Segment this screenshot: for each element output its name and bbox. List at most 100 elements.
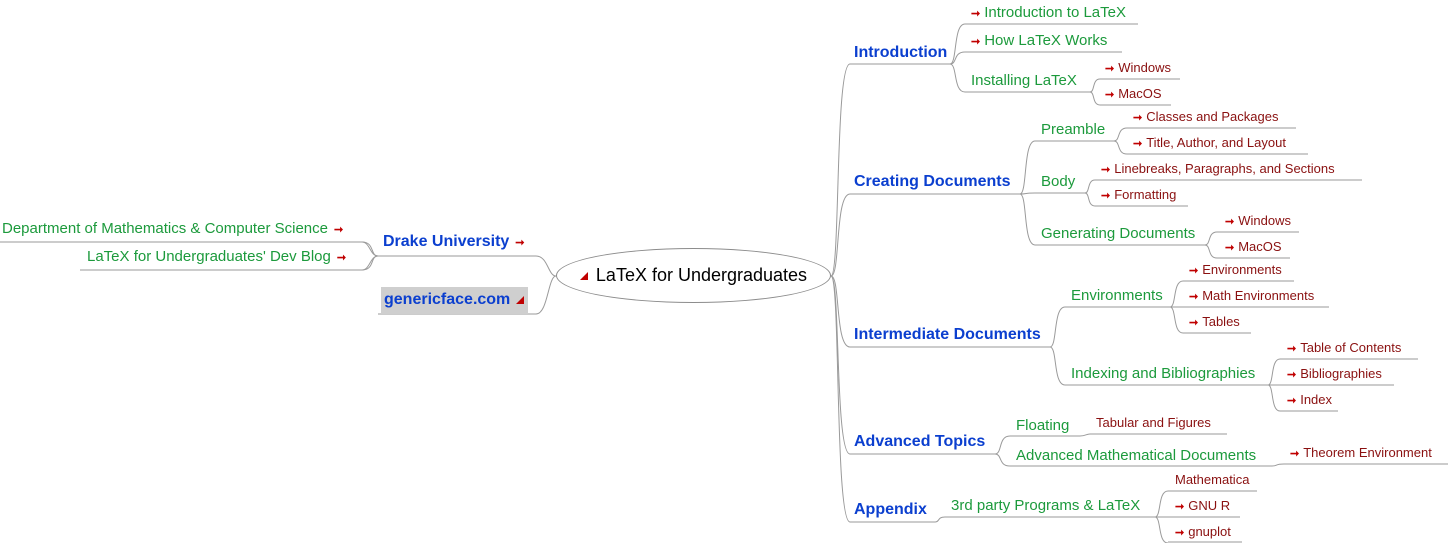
subtopic-floating[interactable]: Floating <box>1016 418 1069 433</box>
connector-line <box>1084 192 1096 207</box>
right-arrow-icon: ➞ <box>1189 291 1199 303</box>
leaf-table-of-contents[interactable]: ➞Table of Contents <box>1287 341 1401 355</box>
subtopic-how-latex-works[interactable]: ➞How LaTeX Works <box>971 33 1107 48</box>
subtopic-preamble[interactable]: Preamble <box>1041 122 1105 137</box>
connector-line <box>1169 306 1184 334</box>
connector-line <box>830 275 851 455</box>
topic-intermediate-documents[interactable]: Intermediate Documents <box>854 327 1041 343</box>
leaf-tabular-figures[interactable]: Tabular and Figures <box>1096 416 1211 429</box>
leaf-generate-macos[interactable]: ➞MacOS <box>1225 240 1282 254</box>
connector-line <box>361 241 379 257</box>
leaf-math-environments[interactable]: ➞Math Environments <box>1189 289 1314 303</box>
subtopic-label: 3rd party Programs & LaTeX <box>951 497 1141 514</box>
right-arrow-icon: ➞ <box>1287 343 1297 355</box>
leaf-label: Table of Contents <box>1300 340 1402 355</box>
leaf-generate-windows[interactable]: ➞Windows <box>1225 214 1291 228</box>
right-arrow-icon: ➞ <box>515 237 525 249</box>
node-drake-university[interactable]: Drake University➞ <box>383 234 525 250</box>
topic-introduction[interactable]: Introduction <box>854 45 947 61</box>
subtopic-label: Floating <box>1016 417 1070 434</box>
link-dev-blog[interactable]: LaTeX for Undergraduates' Dev Blog➞ <box>87 249 346 264</box>
topic-label: Advanced Topics <box>854 433 986 450</box>
leaf-index[interactable]: ➞Index <box>1287 393 1332 407</box>
subtopic-installing-latex[interactable]: Installing LaTeX <box>971 73 1077 88</box>
connector-line <box>949 63 966 93</box>
leaf-title-author-layout[interactable]: ➞Title, Author, and Layout <box>1133 136 1286 150</box>
subtopic-label: Indexing and Bibliographies <box>1071 365 1256 382</box>
connector-line <box>1089 78 1101 93</box>
leaf-tables[interactable]: ➞Tables <box>1189 315 1240 329</box>
right-arrow-icon: ➞ <box>1101 164 1111 176</box>
connector-line <box>1204 231 1218 246</box>
right-arrow-icon: ➞ <box>1287 395 1297 407</box>
leaf-install-macos[interactable]: ➞MacOS <box>1105 87 1162 101</box>
leaf-gnu-r[interactable]: ➞GNU R <box>1175 499 1230 513</box>
connector-line <box>1089 91 1101 106</box>
link-dept-math-cs[interactable]: Department of Mathematics & Computer Sci… <box>2 221 343 236</box>
leaf-bibliographies[interactable]: ➞Bibliographies <box>1287 367 1382 381</box>
right-arrow-icon: ➞ <box>1225 216 1235 228</box>
subtopic-generating-documents[interactable]: Generating Documents <box>1041 226 1195 241</box>
topic-label: Introduction <box>854 44 948 61</box>
subtopic-body[interactable]: Body <box>1041 174 1075 189</box>
connector-line <box>1019 140 1036 195</box>
connector-line <box>830 275 851 348</box>
root-node[interactable]: LaTeX for Undergraduates <box>556 248 831 303</box>
subtopic-label: Advanced Mathematical Documents <box>1016 447 1257 464</box>
connector-line <box>1019 192 1036 195</box>
note-corner-icon <box>516 295 525 304</box>
subtopic-intro-to-latex[interactable]: ➞Introduction to LaTeX <box>971 5 1126 20</box>
subtopic-advanced-math[interactable]: Advanced Mathematical Documents <box>1016 448 1256 463</box>
leaf-label: Linebreaks, Paragraphs, and Sections <box>1114 161 1335 176</box>
topic-creating-documents[interactable]: Creating Documents <box>854 174 1010 190</box>
subtopic-environments[interactable]: Environments <box>1071 288 1163 303</box>
connector-line <box>1049 306 1066 348</box>
leaf-label: gnuplot <box>1188 524 1231 539</box>
right-arrow-icon: ➞ <box>1105 89 1115 101</box>
connector-line <box>994 435 1011 455</box>
leaf-linebreaks[interactable]: ➞Linebreaks, Paragraphs, and Sections <box>1101 162 1335 176</box>
right-arrow-icon: ➞ <box>1105 63 1115 75</box>
connector-line <box>1084 179 1096 194</box>
subtopic-label: Body <box>1041 173 1076 190</box>
right-arrow-icon: ➞ <box>971 8 981 20</box>
leaf-gnuplot[interactable]: ➞gnuplot <box>1175 525 1231 539</box>
right-arrow-icon: ➞ <box>1175 501 1185 513</box>
subtopic-indexing-bibliographies[interactable]: Indexing and Bibliographies <box>1071 366 1255 381</box>
leaf-theorem-environment[interactable]: ➞Theorem Environment <box>1290 446 1432 460</box>
connector-line <box>535 255 557 277</box>
connector-line <box>1113 127 1128 142</box>
leaf-environments[interactable]: ➞Environments <box>1189 263 1282 277</box>
leaf-formatting[interactable]: ➞Formatting <box>1101 188 1176 202</box>
connector-line <box>1019 193 1036 246</box>
connector-line <box>1204 244 1218 259</box>
topic-advanced-topics[interactable]: Advanced Topics <box>854 434 985 450</box>
topic-appendix[interactable]: Appendix <box>854 502 927 518</box>
subtopic-label: How LaTeX Works <box>984 32 1108 49</box>
connector-line <box>994 453 1011 467</box>
connector-line <box>361 255 379 271</box>
node-genericface[interactable]: genericface.com <box>381 287 529 314</box>
leaf-label: Windows <box>1118 60 1171 75</box>
right-arrow-icon: ➞ <box>1133 112 1143 124</box>
note-corner-icon <box>579 271 588 280</box>
leaf-label: MacOS <box>1238 239 1282 254</box>
connector-line <box>1271 463 1285 467</box>
root-label: LaTeX for Undergraduates <box>595 265 808 285</box>
connector-line <box>1267 358 1281 386</box>
connector-line <box>1154 516 1169 543</box>
right-arrow-icon: ➞ <box>1189 265 1199 277</box>
leaf-label: Theorem Environment <box>1303 445 1432 460</box>
leaf-install-windows[interactable]: ➞Windows <box>1105 61 1171 75</box>
right-arrow-icon: ➞ <box>971 36 981 48</box>
leaf-classes-packages[interactable]: ➞Classes and Packages <box>1133 110 1278 124</box>
leaf-label: Bibliographies <box>1300 366 1382 381</box>
connector-line <box>1267 384 1281 412</box>
leaf-label: Tables <box>1202 314 1240 329</box>
link-label: Department of Mathematics & Computer Sci… <box>2 220 328 237</box>
right-arrow-icon: ➞ <box>1287 369 1297 381</box>
genericface-label: genericface.com <box>384 291 511 308</box>
subtopic-third-party-programs[interactable]: 3rd party Programs & LaTeX <box>951 498 1140 513</box>
leaf-mathematica[interactable]: Mathematica <box>1175 473 1249 486</box>
